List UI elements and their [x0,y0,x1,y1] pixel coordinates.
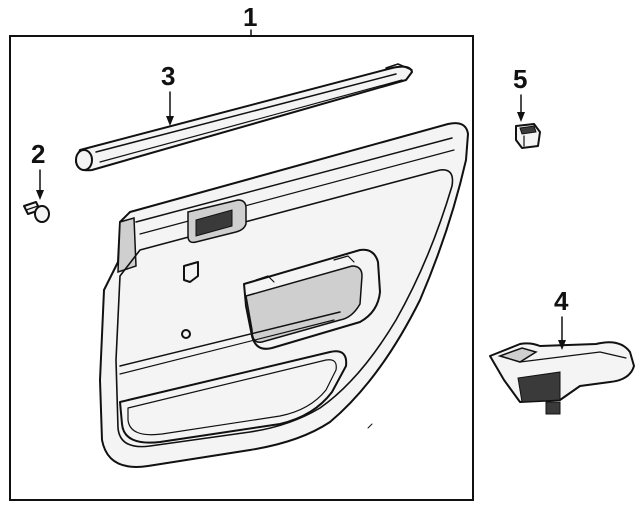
clip-screw [23,201,50,223]
handle-bezel [489,341,635,415]
callout-4: 4 [554,286,569,350]
callout-2: 2 [31,139,45,200]
door-trim-panel [99,122,469,468]
callout-1-label: 1 [243,2,257,32]
callout-3: 3 [161,61,175,126]
assembly-frame [9,35,474,501]
callout-4-label: 4 [554,286,569,316]
callout-2-label: 2 [31,139,45,169]
trim-clip [515,123,541,149]
belt-weatherstrip [75,63,413,172]
callout-1: 1 [243,2,257,37]
callout-5-label: 5 [513,64,527,94]
callout-5: 5 [513,64,527,122]
callout-3-label: 3 [161,61,175,91]
